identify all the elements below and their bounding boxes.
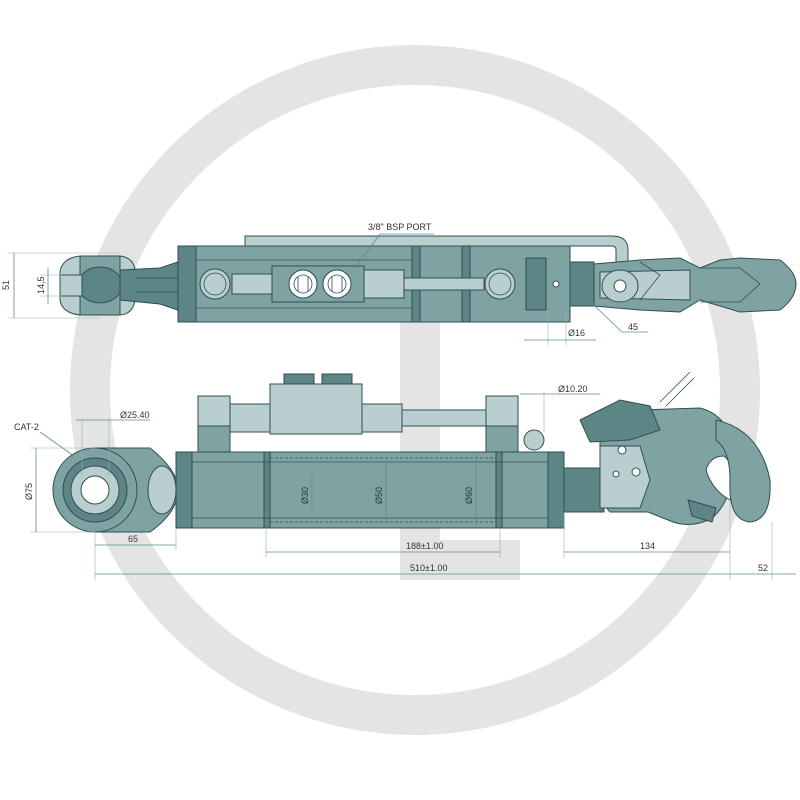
dim-hook-top-label: 45 <box>628 322 638 332</box>
dim-hook-extra-label: 52 <box>758 563 768 573</box>
side-view: CAT-2 Ø25.40 Ø75 Ø30 Ø50 Ø60 Ø10.20 65 <box>14 371 796 580</box>
dim-eye-dia-label: Ø75 <box>24 483 34 500</box>
dim-total-label: 510±1.00 <box>410 563 447 573</box>
port-label: 3/8" BSP PORT <box>368 222 432 232</box>
dim-pin-side-label: Ø10.20 <box>558 384 588 394</box>
side-cylinder <box>175 451 605 529</box>
dim-hook-len-label: 134 <box>640 541 655 551</box>
dim-ball-bore-label: Ø25.40 <box>120 410 150 420</box>
dim-eye-label: 14,5 <box>36 276 46 294</box>
dim-stroke-label: 188±1.00 <box>406 541 443 551</box>
top-hook <box>569 257 797 313</box>
side-hook <box>579 371 771 525</box>
top-cylinder <box>177 235 629 323</box>
dim-height-label: 51 <box>1 280 11 290</box>
dim-rod-label: Ø30 <box>300 487 310 504</box>
dim-pin-top-label: Ø16 <box>568 328 585 338</box>
top-ball-eye <box>59 255 179 316</box>
cat-label: CAT-2 <box>14 422 39 432</box>
dim-eye-len-label: 65 <box>128 534 138 544</box>
top-dimensions: 51 14,5 3/8" BSP PORT Ø16 45 <box>1 222 648 345</box>
top-view: 51 14,5 3/8" BSP PORT Ø16 45 <box>1 222 797 345</box>
dim-inner-label: Ø50 <box>374 487 384 504</box>
side-valve <box>197 373 545 453</box>
side-dimensions: CAT-2 Ø25.40 Ø75 Ø30 Ø50 Ø60 Ø10.20 65 <box>14 384 796 580</box>
watermark-logo <box>70 45 760 735</box>
dim-outer-label: Ø60 <box>464 487 474 504</box>
side-ball-eye <box>52 447 179 533</box>
